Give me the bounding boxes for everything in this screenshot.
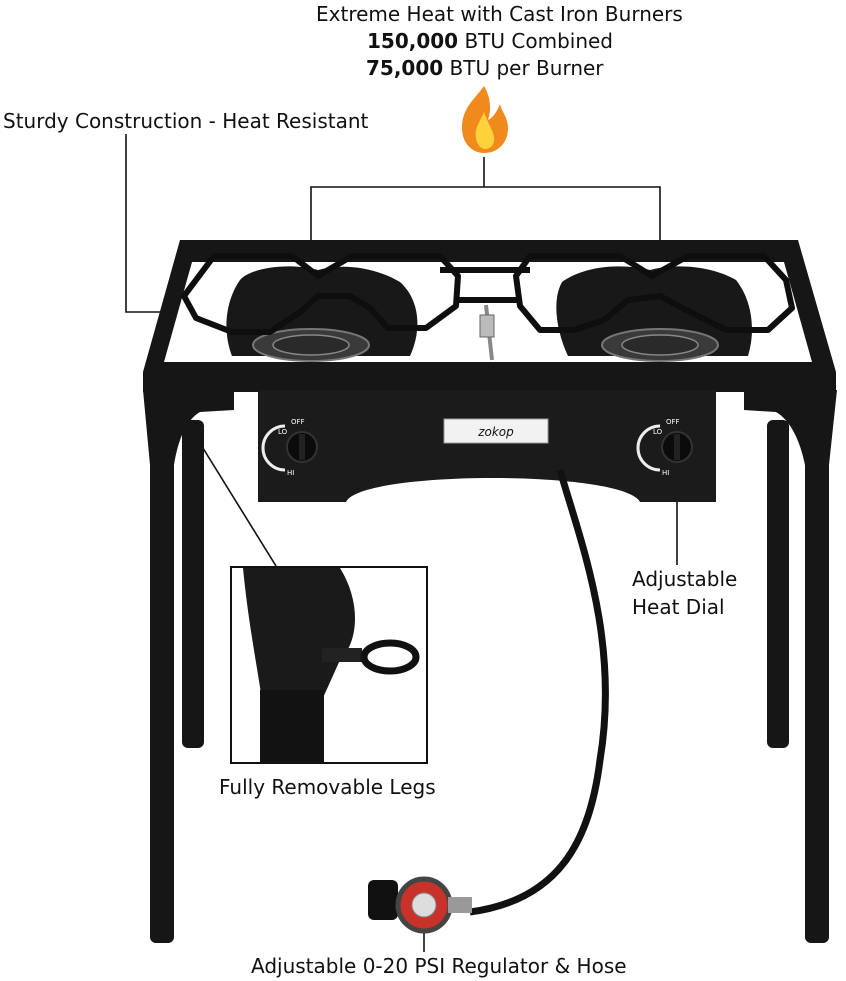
headline-line-3: 75,000 BTU per Burner (366, 54, 604, 82)
svg-text:OFF: OFF (291, 418, 305, 426)
back-right-leg (767, 420, 789, 748)
right-heat-dial: LO OFF HI (636, 418, 693, 477)
legs-callout: Fully Removable Legs (219, 775, 436, 799)
flame-icon (462, 86, 508, 153)
svg-text:LO: LO (278, 428, 288, 436)
headline-line-2: 150,000 BTU Combined (367, 27, 613, 55)
front-left-leg (150, 440, 174, 943)
gas-hose (469, 469, 609, 916)
per-burner-btu-text: BTU per Burner (443, 56, 604, 80)
right-leg-bracket (744, 390, 837, 465)
brand-plate (443, 418, 549, 444)
front-right-leg (805, 440, 829, 943)
construction-callout: Sturdy Construction - Heat Resistant (3, 109, 369, 133)
regulator-callout: Adjustable 0-20 PSI Regulator & Hose (251, 954, 627, 978)
svg-text:HI: HI (662, 469, 669, 477)
svg-text:LO: LO (653, 428, 663, 436)
left-leg-bracket (143, 390, 234, 465)
right-grate (513, 253, 795, 333)
combined-btu-text: BTU Combined (458, 29, 613, 53)
legs-leader-line (192, 431, 277, 567)
combined-btu-value: 150,000 (367, 29, 459, 53)
left-heat-dial: LO OFF HI (261, 418, 318, 477)
svg-text:OFF: OFF (666, 418, 680, 426)
control-panel: zokop (258, 390, 716, 502)
legs-detail-inset (230, 566, 428, 764)
brand-plate-text: zokop (477, 425, 514, 439)
headline-line-1: Extreme Heat with Cast Iron Burners (316, 0, 683, 28)
per-burner-btu-value: 75,000 (366, 56, 444, 80)
propane-regulator (368, 876, 472, 934)
heat-dial-callout-line-2: Heat Dial (632, 595, 725, 619)
heat-dial-callout-line-1: Adjustable (632, 567, 738, 591)
control-panel-body (258, 390, 716, 502)
headline-text-1: Extreme Heat with Cast Iron Burners (316, 2, 683, 26)
back-left-leg (182, 420, 204, 748)
gas-manifold (479, 304, 495, 361)
stove-legs (143, 390, 837, 943)
left-grate (181, 253, 461, 335)
cast-iron-burners (252, 328, 719, 362)
wire-grates (181, 253, 795, 335)
center-grate-link (440, 267, 530, 303)
svg-text:HI: HI (287, 469, 294, 477)
